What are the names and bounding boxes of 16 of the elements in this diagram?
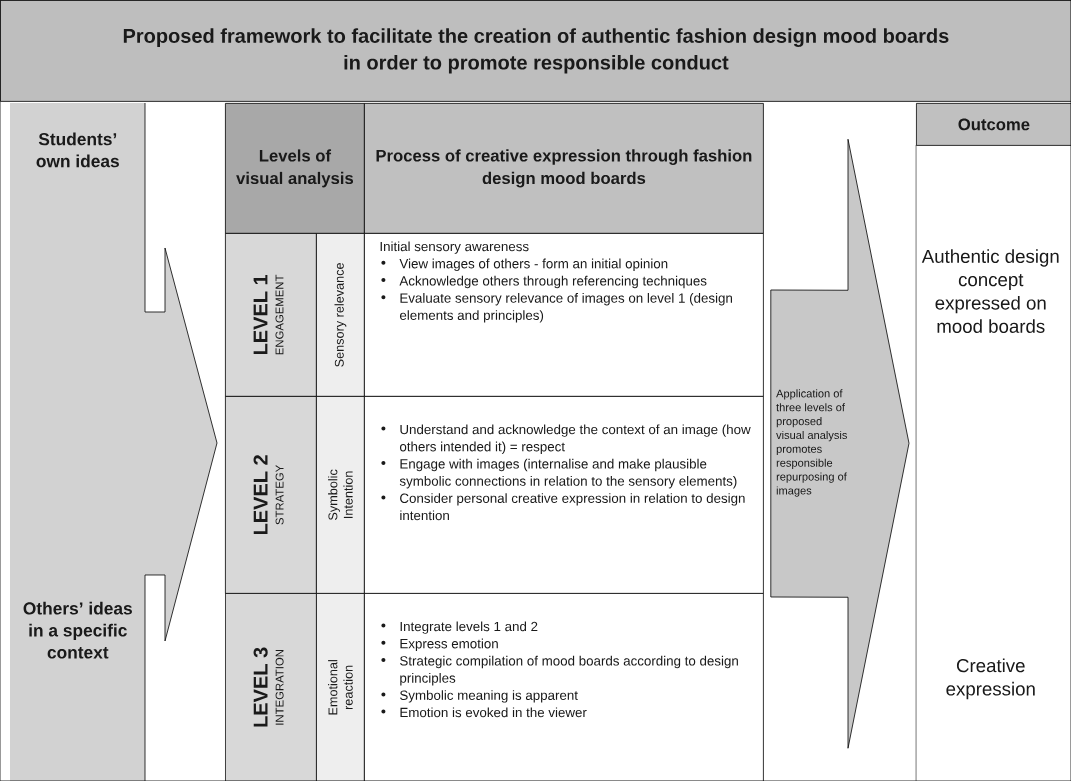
level-cell: LEVEL 1 ENGAGEMENT	[225, 233, 317, 397]
table-cell: Initial sensory awareness View images of others - form an initial opinion Acknowledge others through referencing techniques Evaluate sensory relevance of images on level 1 (design elements and principles)	[364, 233, 764, 397]
level-cell: LEVEL 2 STRATEGY	[225, 396, 317, 594]
aspect-cell: Emotional reaction	[316, 593, 365, 781]
outcome-column: Authentic design concept expressed on mood boards Creative expression	[915, 144, 1059, 781]
edge-label: Application of three levels of proposed visual analysis promotes responsible repurposing of images	[776, 389, 847, 497]
header-cell: Process of creative expression through fashion design mood boards	[364, 103, 764, 234]
title-band: Proposed framework to facilitate the creation of authentic fashion design mood boards in order to promote responsible conduct	[0, 0, 1071, 102]
aspect-cell: Sensory relevance	[316, 233, 365, 397]
table-cell: Understand and acknowledge the context of an image (how others intended it) = respect Engage with images (internalise and make plausible symbolic connections in relation to the sensory elements) Consider personal creative expression in relation to design intention	[364, 396, 764, 594]
table-cell: Integrate levels 1 and 2 Express emotion Strategic compilation of mood boards according to design principles Symbolic meaning is apparent Emotion is evoked in the viewer	[364, 593, 764, 781]
block-arrow	[770, 138, 910, 749]
header-cell: Outcome	[916, 103, 1071, 146]
level-cell: LEVEL 3 INTEGRATION	[225, 593, 317, 781]
aspect-cell: Symbolic Intention	[316, 396, 365, 594]
header-cell: Levels of visual analysis	[225, 103, 365, 234]
